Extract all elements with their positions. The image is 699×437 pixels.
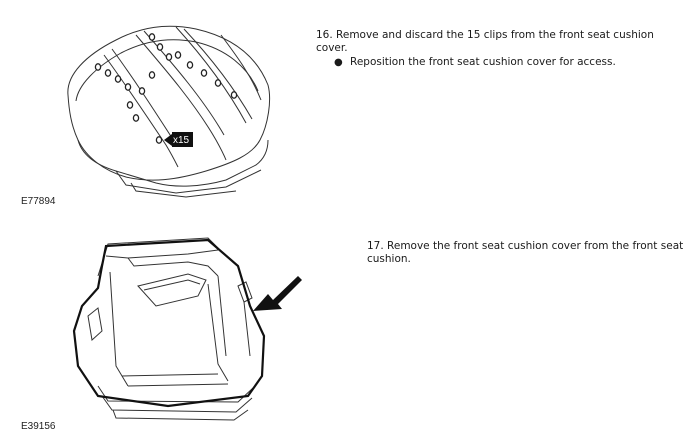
step-16-text: 16. Remove and discard the 15 clips from… xyxy=(316,29,654,54)
step-16-bullet: ● Reposition the front seat cushion cove… xyxy=(334,56,676,69)
step-16: 16. Remove and discard the 15 clips from… xyxy=(316,29,676,69)
seat-cushion-cover-drawing xyxy=(72,237,302,421)
seat-cushion-clips-illustration: x15 xyxy=(56,15,286,209)
clip-count-label: x15 xyxy=(173,135,190,146)
seat-cushion-cover-illustration xyxy=(68,236,308,425)
clip-count-callout: x15 xyxy=(164,132,193,147)
figure-label: E77894 xyxy=(21,196,56,207)
step-17: 17. Remove the front seat cushion cover … xyxy=(367,240,697,266)
bullet-icon: ● xyxy=(334,57,343,68)
seat-cushion-clips-drawing: x15 xyxy=(67,25,271,198)
step-16-bullet-text: Reposition the front seat cushion cover … xyxy=(350,56,616,68)
step-17-text: 17. Remove the front seat cushion cover … xyxy=(367,240,684,265)
arrow-icon xyxy=(253,276,302,311)
figure-label: E39156 xyxy=(21,421,56,432)
